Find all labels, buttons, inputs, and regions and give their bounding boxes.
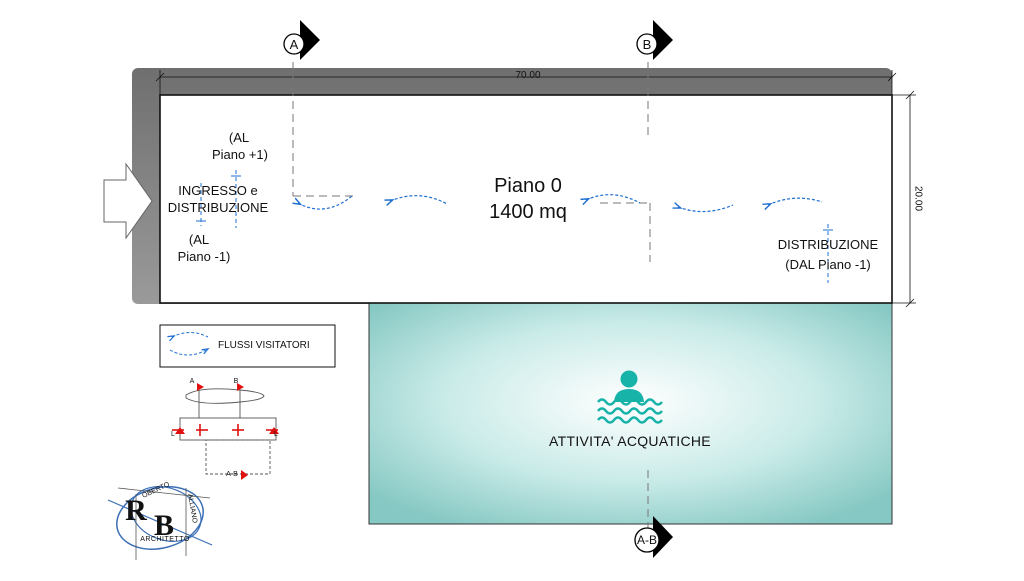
pool-area	[368, 301, 893, 525]
entrance-distribution-label: DISTRIBUZIONE	[167, 200, 269, 215]
key-plan	[172, 383, 279, 480]
logo-initial-b: B	[153, 509, 174, 542]
section-ab-label: A-B	[636, 533, 657, 547]
section-marker-a[interactable]	[283, 20, 320, 60]
to-upper-floor-label-2: Piano +1)	[211, 147, 268, 162]
swimmer-icon	[597, 370, 663, 424]
width-dimension	[155, 70, 897, 95]
to-lower-floor-label-2: Piano -1)	[177, 249, 231, 264]
distribution-right-label: DISTRIBUZIONE	[777, 237, 879, 252]
keyplan-l-left-label: L	[171, 431, 175, 438]
section-marker-b[interactable]	[636, 20, 673, 60]
pool-label: ATTIVITA' ACQUATICHE	[549, 433, 711, 449]
legend-label: FLUSSI VISITATORI	[218, 340, 310, 351]
keyplan-b-label: B	[233, 378, 239, 385]
architect-logo	[107, 486, 213, 560]
plan-title: Piano 0	[494, 175, 562, 197]
distribution-right-sub-label: (DAL Piano -1)	[785, 257, 871, 272]
width-dimension-label: 70.00	[515, 70, 541, 81]
entrance-label: INGRESSO e	[178, 183, 258, 198]
keyplan-l-right-label: L	[274, 431, 278, 438]
vertical-circulation-markers	[196, 170, 833, 283]
section-a-label: A	[289, 37, 299, 52]
section-lines	[292, 62, 651, 528]
visitor-flows	[298, 194, 823, 213]
to-upper-floor-label-1: (AL	[228, 130, 250, 145]
keyplan-a-label: A	[189, 378, 195, 385]
section-marker-ab[interactable]	[634, 516, 673, 558]
logo-caption: ARCHITETTO	[140, 536, 190, 543]
to-lower-floor-label-1: (AL	[188, 232, 210, 247]
height-dimension-label: 20.00	[912, 185, 924, 212]
building-outline	[159, 94, 893, 304]
logo-initial-r: R	[125, 494, 147, 527]
plan-area: 1400 mq	[489, 201, 567, 223]
height-dimension	[892, 90, 916, 308]
section-b-label: B	[642, 37, 652, 52]
entrance-arrow-icon	[103, 162, 153, 240]
legend-box	[159, 324, 336, 368]
keyplan-ab-label: A-B	[226, 471, 238, 478]
